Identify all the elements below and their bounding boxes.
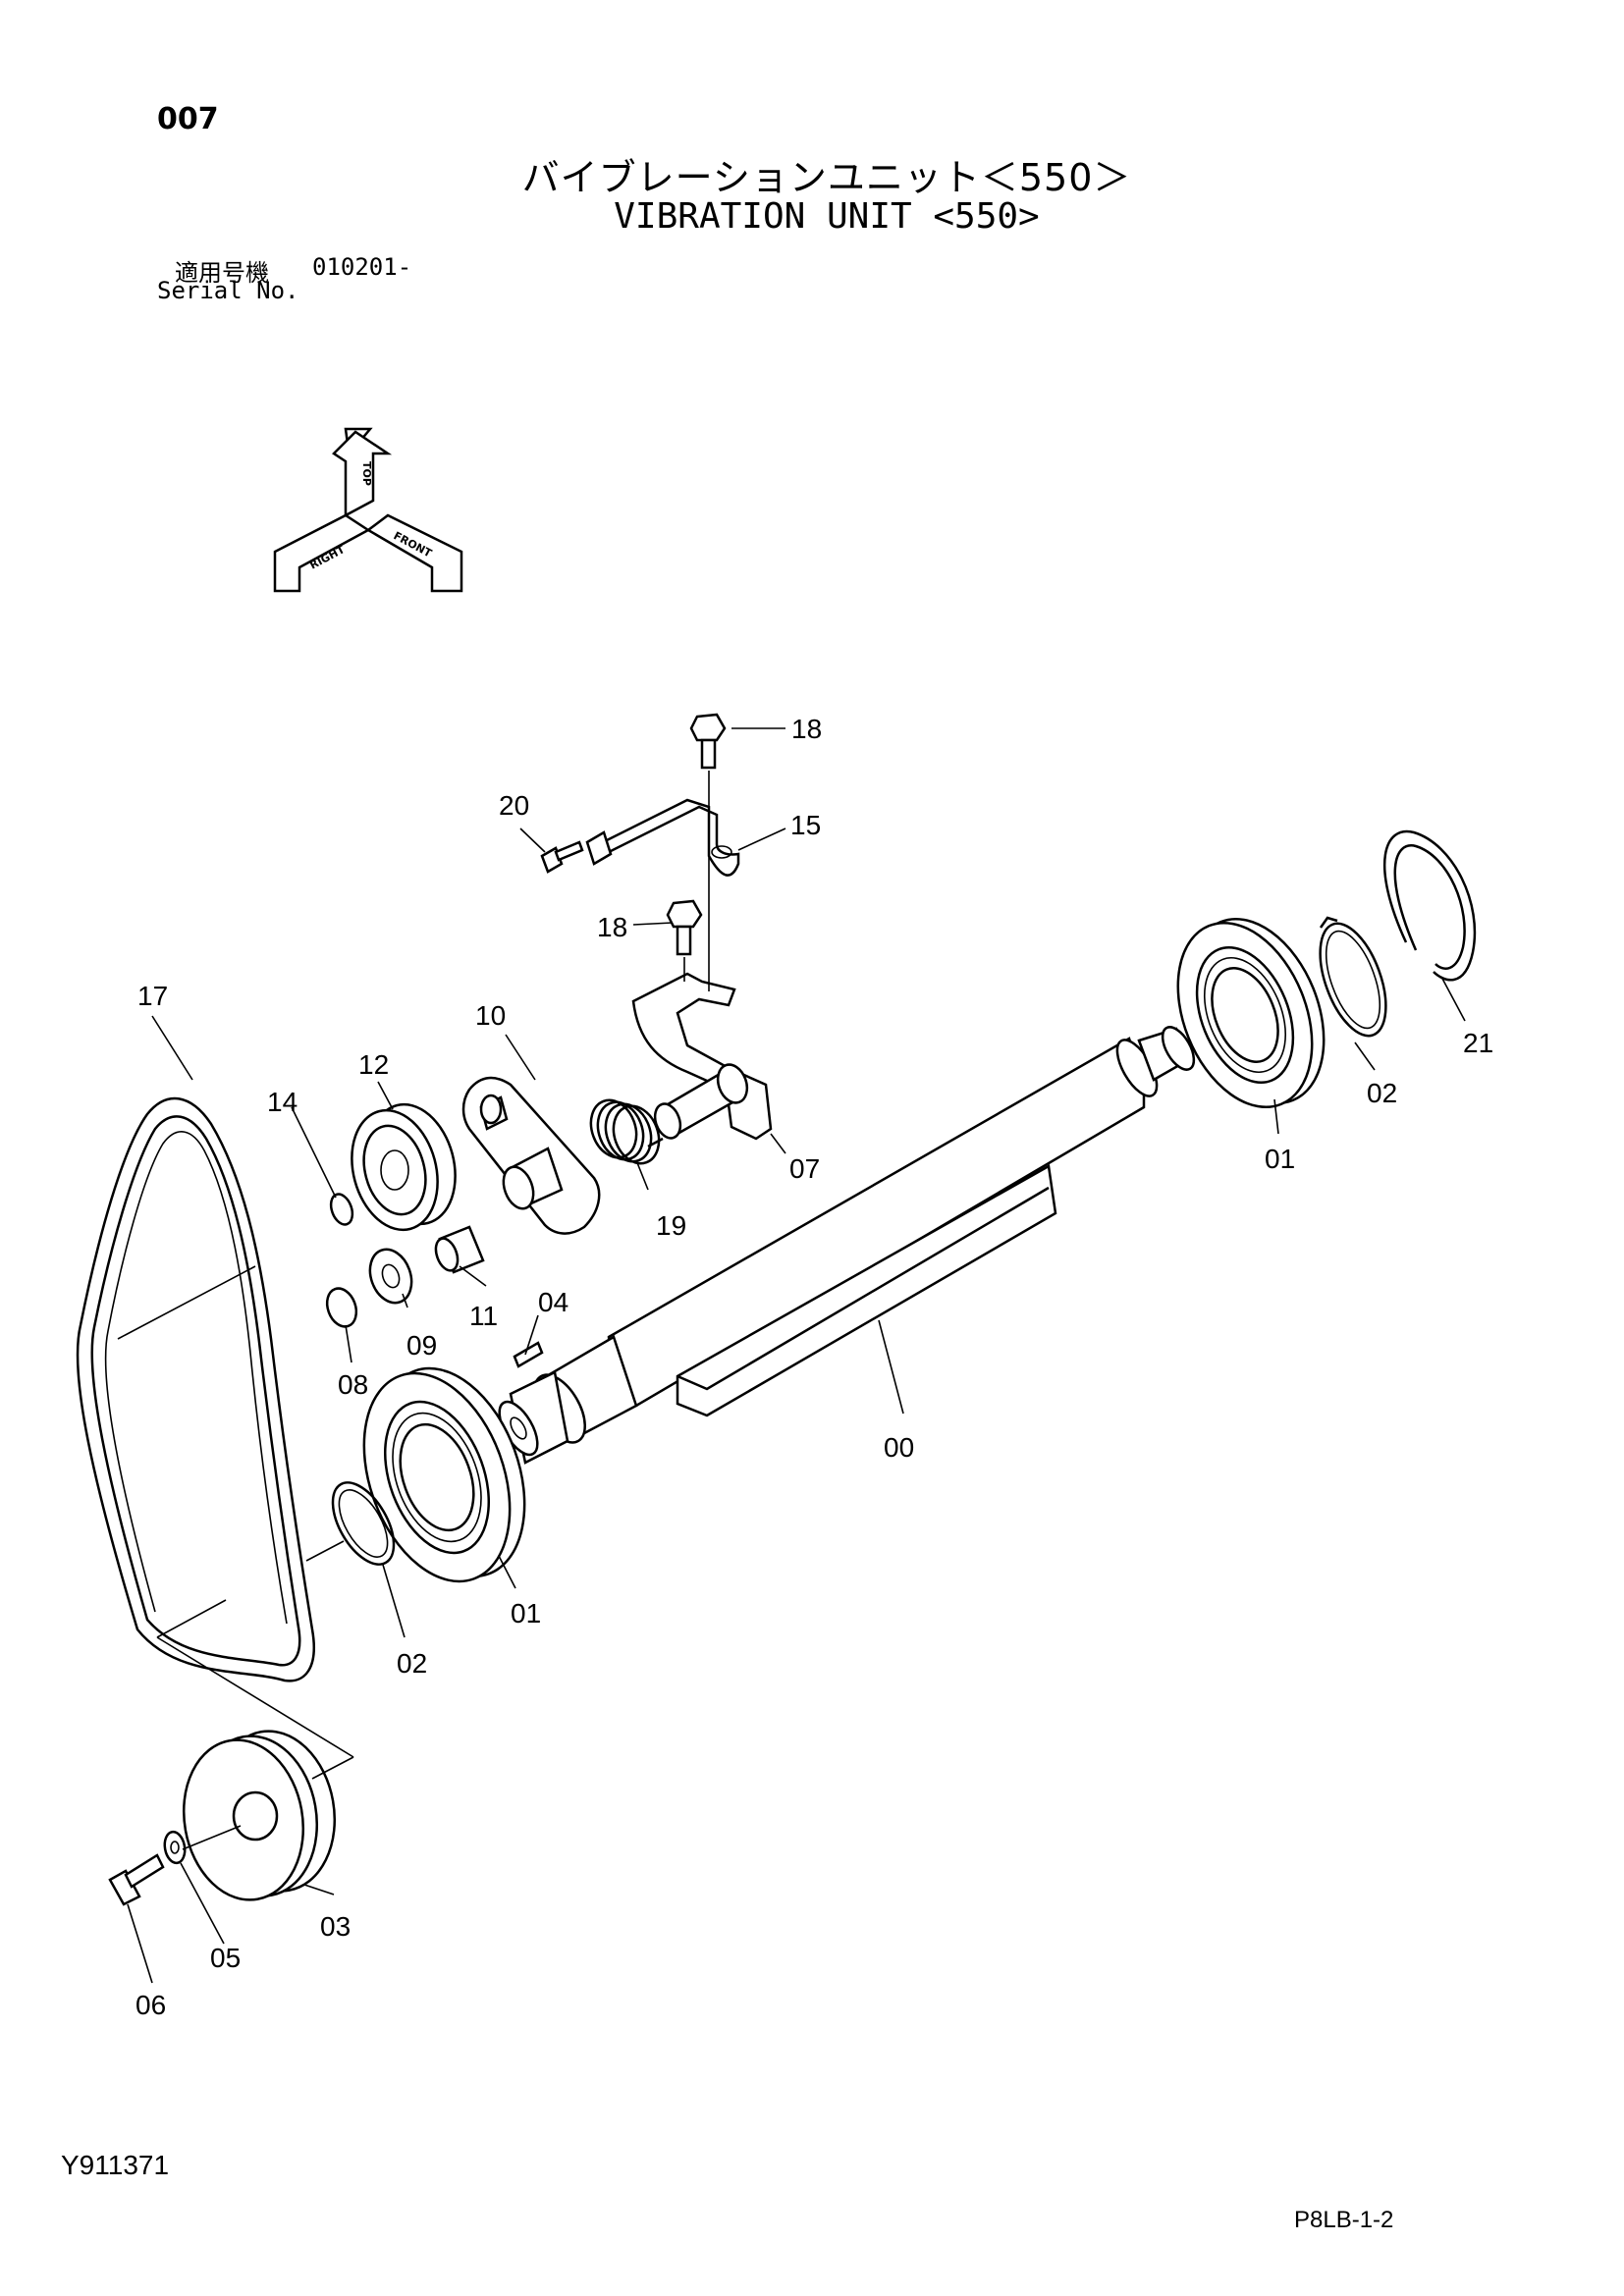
tension-arm (461, 1076, 601, 1235)
part-label-07: 07 (789, 1153, 820, 1184)
part-label-09: 09 (406, 1330, 437, 1361)
part-label-08: 08 (338, 1369, 368, 1400)
serial-label-japanese: 適用号機 (175, 259, 269, 287)
part-label-11: 11 (469, 1301, 498, 1331)
circlip-idler (329, 1193, 354, 1226)
part-label-00: 00 (884, 1432, 914, 1463)
page-title-japanese: バイブレーションユニット＜550＞ (521, 156, 1132, 199)
part-label-15: 15 (790, 810, 821, 840)
bolt-top (689, 713, 727, 770)
serial-number-value: 010201- (312, 253, 412, 281)
retaining-ring (1383, 829, 1477, 982)
part-label-18-top: 18 (791, 714, 822, 744)
bracket-bolt (540, 840, 584, 874)
orientation-compass: TOP RIGHT FRONT (273, 427, 463, 593)
snap-ring-idler (325, 1287, 358, 1328)
part-label-18-bottom: 18 (597, 912, 627, 942)
snap-ring-right (1319, 916, 1387, 1038)
part-label-02-left: 02 (397, 1648, 427, 1679)
sheet-code: P8LB-1-2 (1294, 2207, 1394, 2233)
part-label-02-right: 02 (1367, 1078, 1397, 1108)
idler-bracket (631, 972, 773, 1141)
bearing-left (362, 1366, 526, 1583)
part-label-10: 10 (475, 1000, 506, 1031)
serial-label-english: Serial No. (157, 277, 299, 304)
part-labels: 18 15 20 18 17 10 12 14 19 07 01 02 21 1… (135, 714, 1493, 2020)
part-label-17: 17 (137, 981, 168, 1011)
leader-lines (127, 727, 1466, 1984)
document-id: Y911371 (61, 2150, 170, 2180)
part-label-03: 03 (320, 1911, 351, 1942)
pulley-bolt (108, 1853, 165, 1906)
part-label-06: 06 (135, 1990, 166, 2020)
part-label-19: 19 (656, 1210, 686, 1241)
washer-idler (368, 1248, 413, 1305)
part-label-04: 04 (538, 1287, 568, 1317)
v-belt (76, 1096, 315, 1682)
shaft-key (513, 1341, 544, 1368)
part-label-20: 20 (499, 790, 529, 821)
compass-top-label: TOP (360, 461, 373, 486)
vibration-shaft (498, 1026, 1196, 1465)
part-label-05: 05 (210, 1943, 241, 1973)
part-label-01-left: 01 (511, 1598, 541, 1629)
part-label-21: 21 (1463, 1028, 1493, 1058)
snap-ring-left (331, 1481, 396, 1566)
part-label-14: 14 (267, 1087, 298, 1117)
page-number: 007 (157, 102, 219, 136)
upper-bracket (585, 798, 740, 877)
part-label-12: 12 (358, 1049, 389, 1080)
bolt-bottom (666, 899, 703, 956)
bushing (434, 1225, 485, 1274)
bearing-right (1176, 917, 1326, 1109)
belt-pulley (182, 1730, 337, 1901)
idler-pulley (351, 1102, 457, 1232)
part-label-01-right: 01 (1265, 1144, 1295, 1174)
page-title-english: VIBRATION UNIT <550> (614, 196, 1040, 237)
pulley-washer (163, 1830, 187, 1865)
tension-spring (589, 1098, 664, 1165)
